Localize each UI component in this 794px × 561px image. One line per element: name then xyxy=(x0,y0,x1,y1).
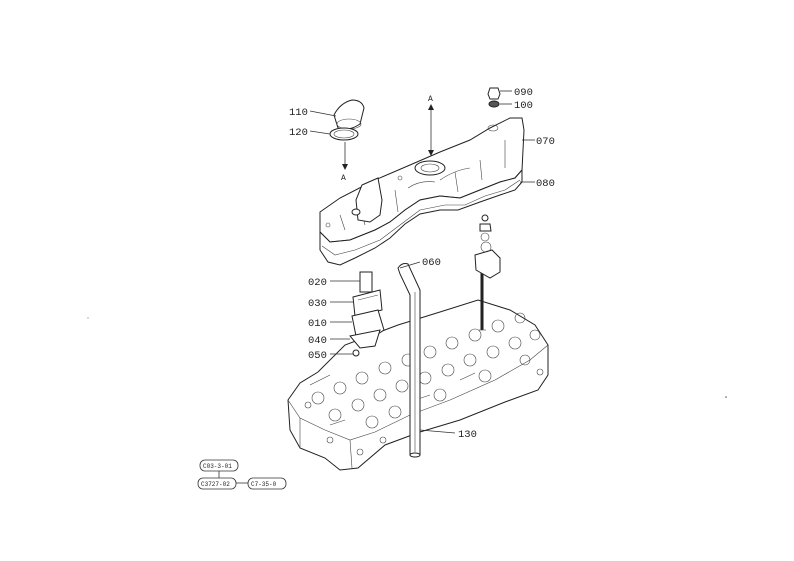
cap-nut xyxy=(487,87,501,100)
callout-050: 050 xyxy=(308,350,327,362)
view-marker-left: A xyxy=(341,174,346,183)
rocker-cover xyxy=(319,117,525,266)
callout-060: 060 xyxy=(422,257,441,269)
breather-pipe xyxy=(397,263,421,458)
callout-130: 130 xyxy=(458,429,477,441)
reference-box-left: C3727-02 xyxy=(201,481,230,488)
reference-box-group: C03-3-01 C3727-02 C7-35-0 xyxy=(197,459,287,490)
stud-bolt xyxy=(474,214,501,331)
callout-040: 040 xyxy=(308,335,327,347)
callout-100: 100 xyxy=(514,100,533,112)
callout-090: 090 xyxy=(514,87,533,99)
callout-070: 070 xyxy=(536,136,555,148)
callout-080: 080 xyxy=(536,178,555,190)
callout-110: 110 xyxy=(289,107,308,119)
view-arrow-left xyxy=(342,142,348,170)
breather-valve-assembly xyxy=(349,271,385,357)
reference-box-top: C03-3-01 xyxy=(203,463,232,470)
callout-020: 020 xyxy=(308,277,327,289)
callout-030: 030 xyxy=(308,298,327,310)
washer xyxy=(488,100,500,108)
view-marker-top: A xyxy=(428,95,433,104)
view-arrow-top xyxy=(428,104,434,156)
oil-filler-cap xyxy=(333,99,365,130)
callout-120: 120 xyxy=(289,127,308,139)
callout-010: 010 xyxy=(308,318,327,330)
reference-box-right: C7-35-0 xyxy=(251,481,277,488)
leader-lines xyxy=(309,90,535,434)
